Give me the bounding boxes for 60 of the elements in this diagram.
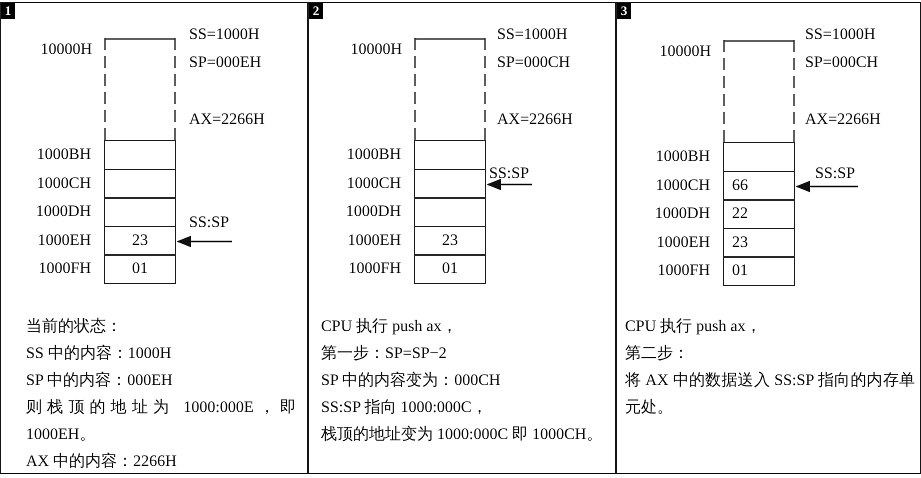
address-label: 10000H bbox=[40, 40, 92, 60]
address-label: 1000CH bbox=[36, 174, 91, 194]
panel bbox=[0, 2, 308, 474]
description-text: 第二步： bbox=[625, 344, 690, 364]
panel-number: 1 bbox=[1, 3, 15, 19]
address-label: 1000DH bbox=[36, 202, 91, 222]
arrow bbox=[796, 180, 858, 192]
address-label: 1000EH bbox=[348, 230, 401, 250]
description-text: SS 中的内容：1000H bbox=[26, 344, 172, 364]
panel-number: 2 bbox=[309, 3, 323, 19]
description-text: SS:SP 指向 1000:000C， bbox=[321, 398, 489, 418]
cell-value: 22 bbox=[732, 204, 748, 224]
address-label: 10000H bbox=[659, 42, 711, 62]
register-value: SP=000CH bbox=[805, 53, 878, 73]
cell-value: 66 bbox=[732, 176, 748, 196]
register-value: SS=1000H bbox=[805, 25, 876, 45]
register-value: SP=000EH bbox=[189, 53, 262, 73]
register-value: SP=000CH bbox=[497, 53, 570, 73]
cell-value: 01 bbox=[732, 261, 748, 281]
address-label: 1000EH bbox=[656, 232, 710, 252]
address-label: 1000EH bbox=[38, 230, 91, 250]
cell-value: 01 bbox=[441, 259, 459, 279]
description-text: AX 中的内容：2266H bbox=[26, 452, 178, 472]
pointer-label: SS:SP bbox=[815, 164, 856, 184]
description-text: 第一步：SP=SP−2 bbox=[321, 344, 448, 364]
register-value: AX=2266H bbox=[497, 110, 573, 130]
panel bbox=[308, 2, 616, 474]
description-text: CPU 执行 push ax， bbox=[321, 316, 458, 337]
pointer-label: SS:SP bbox=[189, 213, 230, 233]
address-label: 10000H bbox=[350, 40, 402, 60]
address-label: 1000FH bbox=[348, 259, 401, 279]
description-text: SP 中的内容变为：000CH bbox=[321, 370, 502, 391]
description-text: 栈顶的地址变为 1000:000C 即 1000CH。 bbox=[321, 424, 604, 445]
cell-value: 01 bbox=[131, 259, 149, 279]
cell-value: 23 bbox=[131, 230, 149, 250]
register-value: AX=2266H bbox=[189, 110, 265, 130]
address-label: 1000BH bbox=[346, 145, 401, 165]
pointer-label: SS:SP bbox=[489, 164, 530, 184]
address-label: 1000CH bbox=[346, 174, 401, 194]
description-text: 当前的状态： bbox=[26, 316, 123, 337]
panel bbox=[616, 2, 921, 474]
cell-value: 23 bbox=[441, 230, 459, 250]
address-label: 1000DH bbox=[654, 204, 710, 224]
register-value: AX=2266H bbox=[805, 110, 881, 130]
address-label: 1000FH bbox=[38, 259, 91, 279]
register-value: SS=1000H bbox=[189, 25, 260, 45]
description-text: CPU 执行 push ax， bbox=[625, 316, 762, 337]
arrow bbox=[176, 236, 232, 248]
address-label: 1000BH bbox=[36, 145, 91, 165]
address-label: 1000DH bbox=[346, 202, 401, 222]
panel-number: 3 bbox=[617, 3, 631, 19]
arrow bbox=[486, 178, 532, 190]
address-label: 1000CH bbox=[656, 176, 710, 196]
description-text: 则栈顶的地址为 1000:000E，即 1000EH。 bbox=[26, 398, 296, 445]
description-text: 将 AX 中的数据送入 SS:SP 指向的内存单元处。 bbox=[625, 370, 915, 418]
description-text: SP 中的内容：000EH bbox=[26, 370, 174, 391]
register-value: SS=1000H bbox=[497, 25, 568, 45]
address-label: 1000FH bbox=[658, 261, 710, 281]
address-label: 1000BH bbox=[656, 147, 710, 167]
cell-value: 23 bbox=[732, 232, 748, 252]
